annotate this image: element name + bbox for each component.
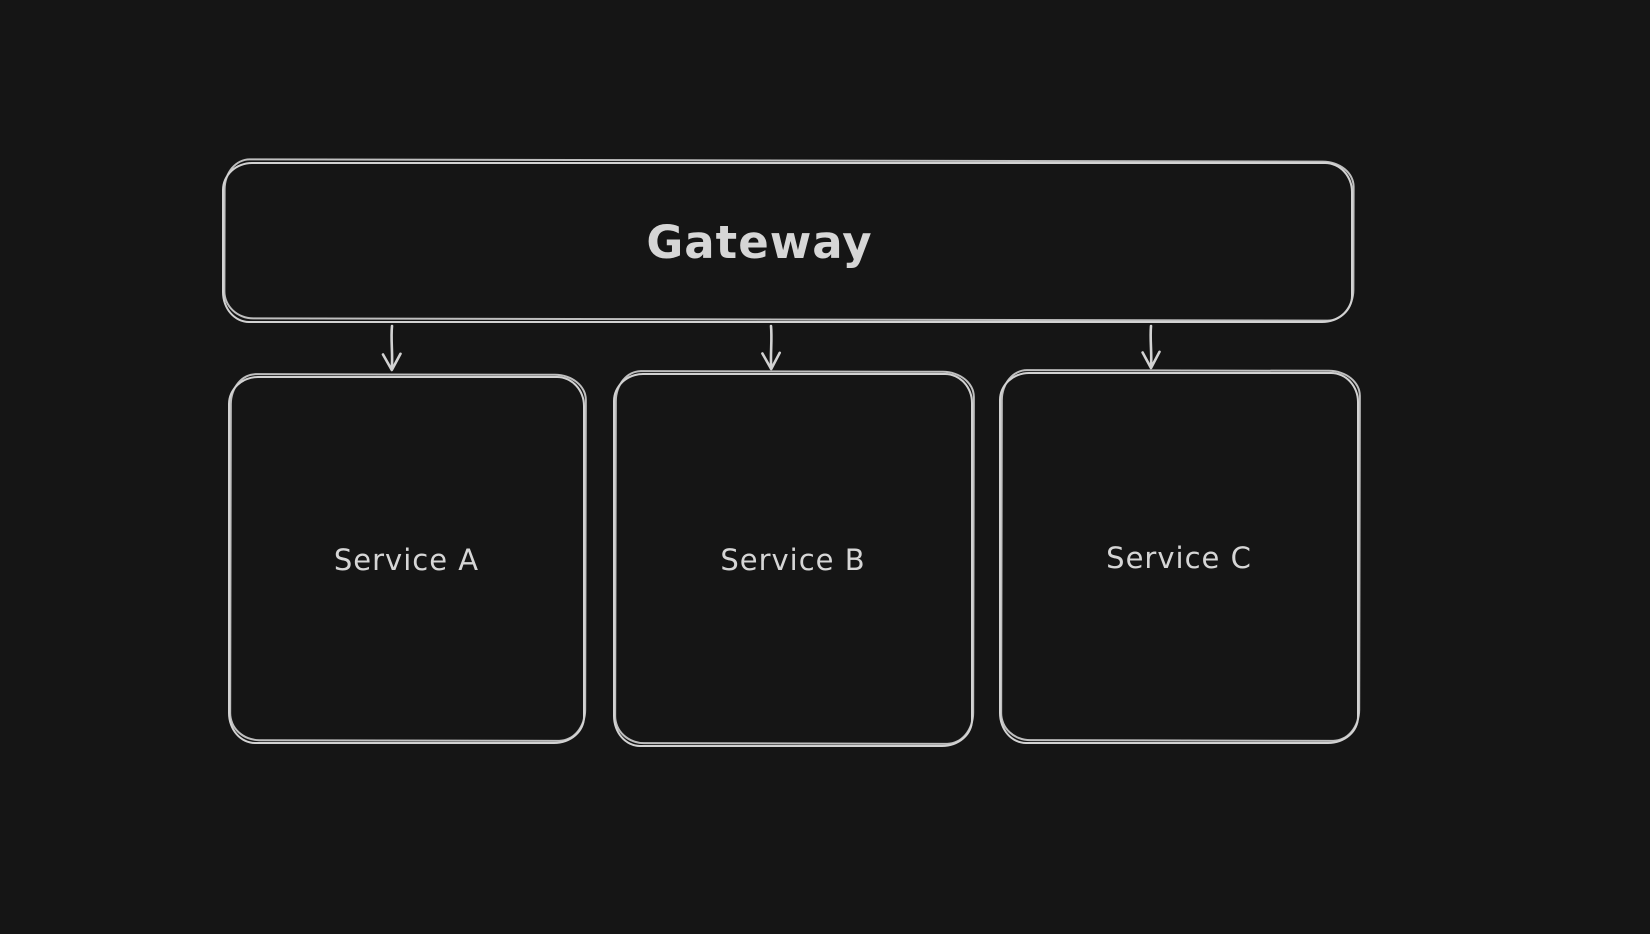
node-service-c[interactable]: Service C	[999, 369, 1361, 744]
node-label: Service C	[1106, 541, 1252, 575]
node-service-a[interactable]: Service A	[228, 373, 587, 744]
arrow-gateway-to-service-b[interactable]	[761, 324, 781, 371]
node-service-b[interactable]: Service B	[613, 370, 975, 747]
node-label: Service A	[333, 543, 480, 577]
node-label: Service B	[720, 543, 866, 577]
arrow-gateway-to-service-c[interactable]	[1141, 324, 1161, 370]
node-label: Gateway	[646, 216, 873, 269]
arrow-gateway-to-service-a[interactable]	[381, 324, 402, 372]
